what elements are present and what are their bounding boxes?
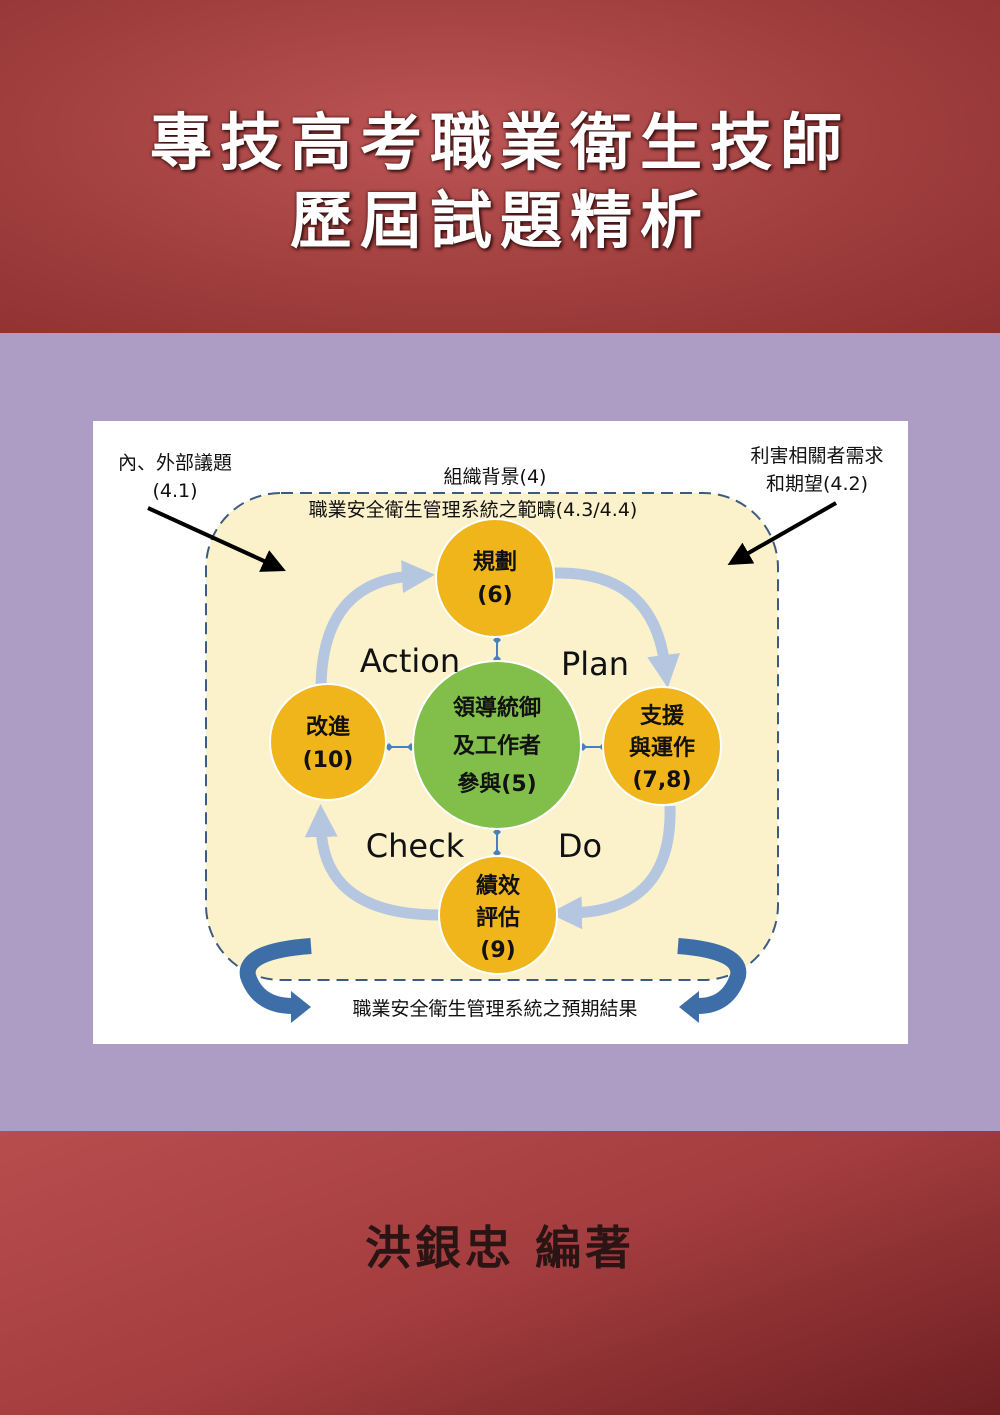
author: 洪銀忠 編著	[364, 1221, 635, 1275]
outcome-curl-arrow-left-head	[291, 991, 311, 1023]
pdca-plan: Plan	[561, 645, 629, 683]
pdca-do: Do	[558, 827, 602, 865]
evaluation-node	[438, 855, 558, 975]
outcome-label: 職業安全衛生管理系統之預期結果	[352, 998, 637, 1020]
outcome-curl-arrow-right	[677, 938, 747, 1014]
cycle-arrow-do	[549, 805, 676, 930]
cover-title-line1: 專技高考職業衛生技師	[149, 106, 850, 179]
improvement-node	[269, 683, 387, 801]
evaluation-ref: (9)	[480, 938, 515, 963]
stakeholders-line1: 利害相關者需求	[750, 445, 883, 467]
scope-label: 職業安全衛生管理系統之範疇(4.3/4.4)	[309, 499, 638, 521]
evaluation-line1: 績效	[476, 873, 520, 899]
planning-ref: (6)	[477, 583, 512, 608]
leadership-line1: 領導統御	[453, 695, 541, 721]
improvement-ref: (10)	[303, 748, 354, 773]
ohsms-diagram: 規劃 (6) 改進 (10) 支援 與運作 (7,8) 績效 評估 (9) 領導…	[93, 421, 908, 1044]
cycle-arrow-plan	[554, 567, 680, 688]
stakeholders-line2: 和期望(4.2)	[766, 473, 868, 495]
evaluation-line2: 評估	[476, 905, 520, 931]
cover-title-line2: 歷屆試題精析	[289, 184, 710, 257]
support-node	[602, 686, 722, 806]
issues-arrow	[147, 506, 286, 572]
support-line1: 支援	[640, 704, 685, 729]
issues-ref: (4.1)	[152, 480, 197, 502]
leadership-line3: 參與(5)	[457, 771, 536, 797]
outcome-curl-arrow-left	[239, 938, 312, 1014]
planning-label: 規劃	[473, 550, 517, 575]
support-ref: (7,8)	[632, 768, 691, 793]
pdca-check: Check	[366, 827, 465, 865]
author-band	[0, 1131, 1000, 1415]
issues-label: 內、外部議題	[118, 452, 232, 474]
planning-node	[435, 518, 555, 638]
leadership-node	[412, 660, 582, 830]
leadership-line2: 及工作者	[453, 734, 541, 759]
pdca-action: Action	[360, 642, 460, 680]
title-band	[0, 0, 1000, 333]
cycle-arrow-action	[315, 560, 435, 687]
org-context-label: 組織背景(4)	[444, 466, 547, 488]
outcome-curl-arrow-right-head	[679, 991, 699, 1023]
improvement-label: 改進	[306, 714, 350, 740]
cycle-arrow-check	[304, 804, 441, 921]
stakeholders-arrow	[727, 501, 837, 565]
ohsms-diagram-svg: 規劃 (6) 改進 (10) 支援 與運作 (7,8) 績效 評估 (9) 領導…	[118, 445, 884, 1023]
support-line2: 與運作	[629, 735, 695, 761]
